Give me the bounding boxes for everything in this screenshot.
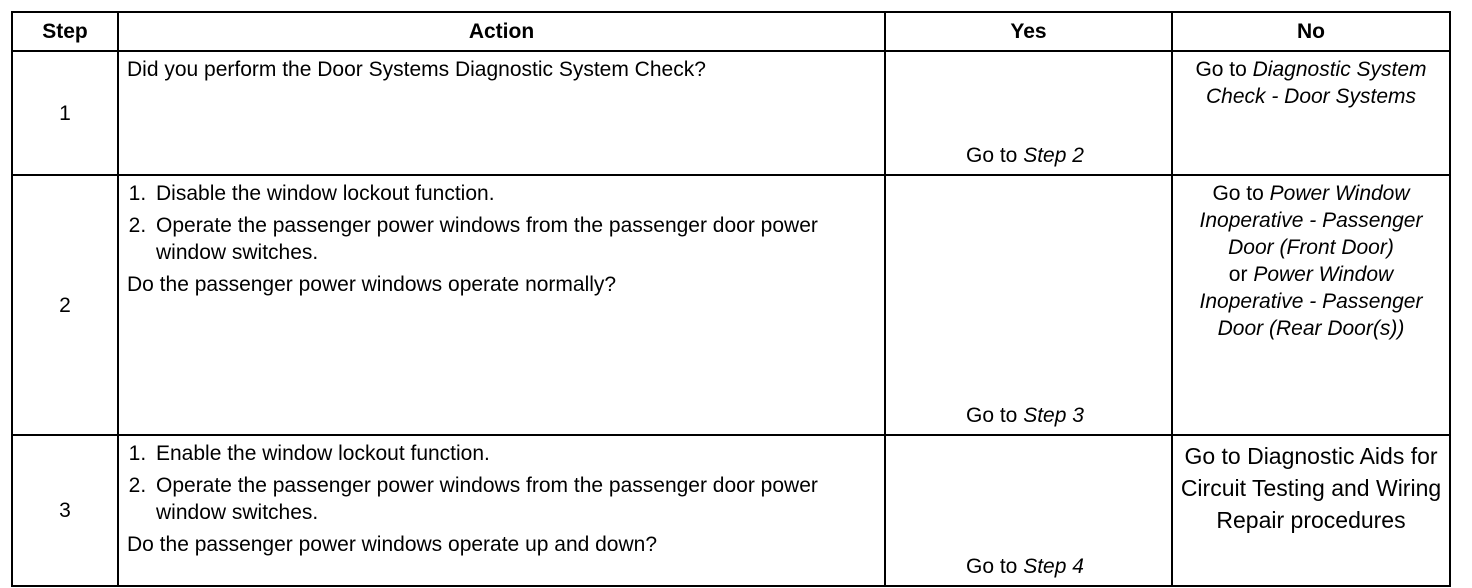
action-list: Enable the window lockout function. Oper… bbox=[127, 440, 876, 526]
no-link[interactable]: Diagnostic System Check - Door Systems bbox=[1205, 58, 1427, 108]
step-number: 3 bbox=[11, 434, 119, 587]
list-item: Disable the window lockout function. bbox=[152, 180, 876, 207]
table-row: 1 Did you perform the Door Systems Diagn… bbox=[11, 50, 1451, 176]
yes-prefix: Go to bbox=[966, 144, 1024, 167]
yes-step-link[interactable]: Step 2 bbox=[1023, 144, 1084, 167]
action-cell: Disable the window lockout function. Ope… bbox=[117, 174, 886, 436]
yes-prefix: Go to bbox=[966, 555, 1024, 578]
no-prefix: Go to bbox=[1212, 182, 1270, 205]
no-or: or bbox=[1228, 263, 1254, 286]
list-item: Operate the passenger power windows from… bbox=[152, 472, 876, 526]
action-question: Do the passenger power windows operate n… bbox=[127, 273, 617, 296]
action-list: Disable the window lockout function. Ope… bbox=[127, 180, 876, 266]
no-prefix: Go to bbox=[1195, 58, 1253, 81]
yes-instruction: Go to Step 3 bbox=[966, 402, 1084, 429]
yes-step-link[interactable]: Step 3 bbox=[1023, 404, 1084, 427]
table-row: 3 Enable the window lockout function. Op… bbox=[11, 434, 1451, 587]
action-cell: Did you perform the Door Systems Diagnos… bbox=[117, 50, 886, 176]
list-item: Enable the window lockout function. bbox=[152, 440, 876, 467]
no-link-rear[interactable]: Power Window Inoperative - Passenger Doo… bbox=[1199, 263, 1423, 340]
yes-instruction: Go to Step 2 bbox=[966, 142, 1084, 169]
yes-instruction: Go to Step 4 bbox=[966, 553, 1084, 580]
yes-cell: Go to Step 4 bbox=[884, 434, 1173, 587]
no-cell: Go to Diagnostic Aids for Circuit Testin… bbox=[1171, 434, 1451, 587]
yes-cell: Go to Step 2 bbox=[884, 50, 1173, 176]
yes-step-link[interactable]: Step 4 bbox=[1023, 555, 1084, 578]
step-number: 1 bbox=[11, 50, 119, 176]
action-question: Do the passenger power windows operate u… bbox=[127, 533, 658, 556]
step-number: 2 bbox=[11, 174, 119, 436]
action-cell: Enable the window lockout function. Oper… bbox=[117, 434, 886, 587]
diagnostic-table: Step Action Yes No 1 Did you perform the… bbox=[11, 11, 1451, 587]
header-no: No bbox=[1171, 11, 1451, 52]
header-step: Step bbox=[11, 11, 119, 52]
table-row: 2 Disable the window lockout function. O… bbox=[11, 174, 1451, 436]
action-question: Did you perform the Door Systems Diagnos… bbox=[127, 58, 706, 81]
table-header-row: Step Action Yes No bbox=[11, 11, 1451, 52]
yes-prefix: Go to bbox=[966, 404, 1024, 427]
no-link-front[interactable]: Power Window Inoperative - Passenger Doo… bbox=[1199, 182, 1423, 259]
yes-cell: Go to Step 3 bbox=[884, 174, 1173, 436]
header-yes: Yes bbox=[884, 11, 1173, 52]
no-cell: Go to Power Window Inoperative - Passeng… bbox=[1171, 174, 1451, 436]
header-action: Action bbox=[117, 11, 886, 52]
list-item: Operate the passenger power windows from… bbox=[152, 212, 876, 266]
no-cell: Go to Diagnostic System Check - Door Sys… bbox=[1171, 50, 1451, 176]
